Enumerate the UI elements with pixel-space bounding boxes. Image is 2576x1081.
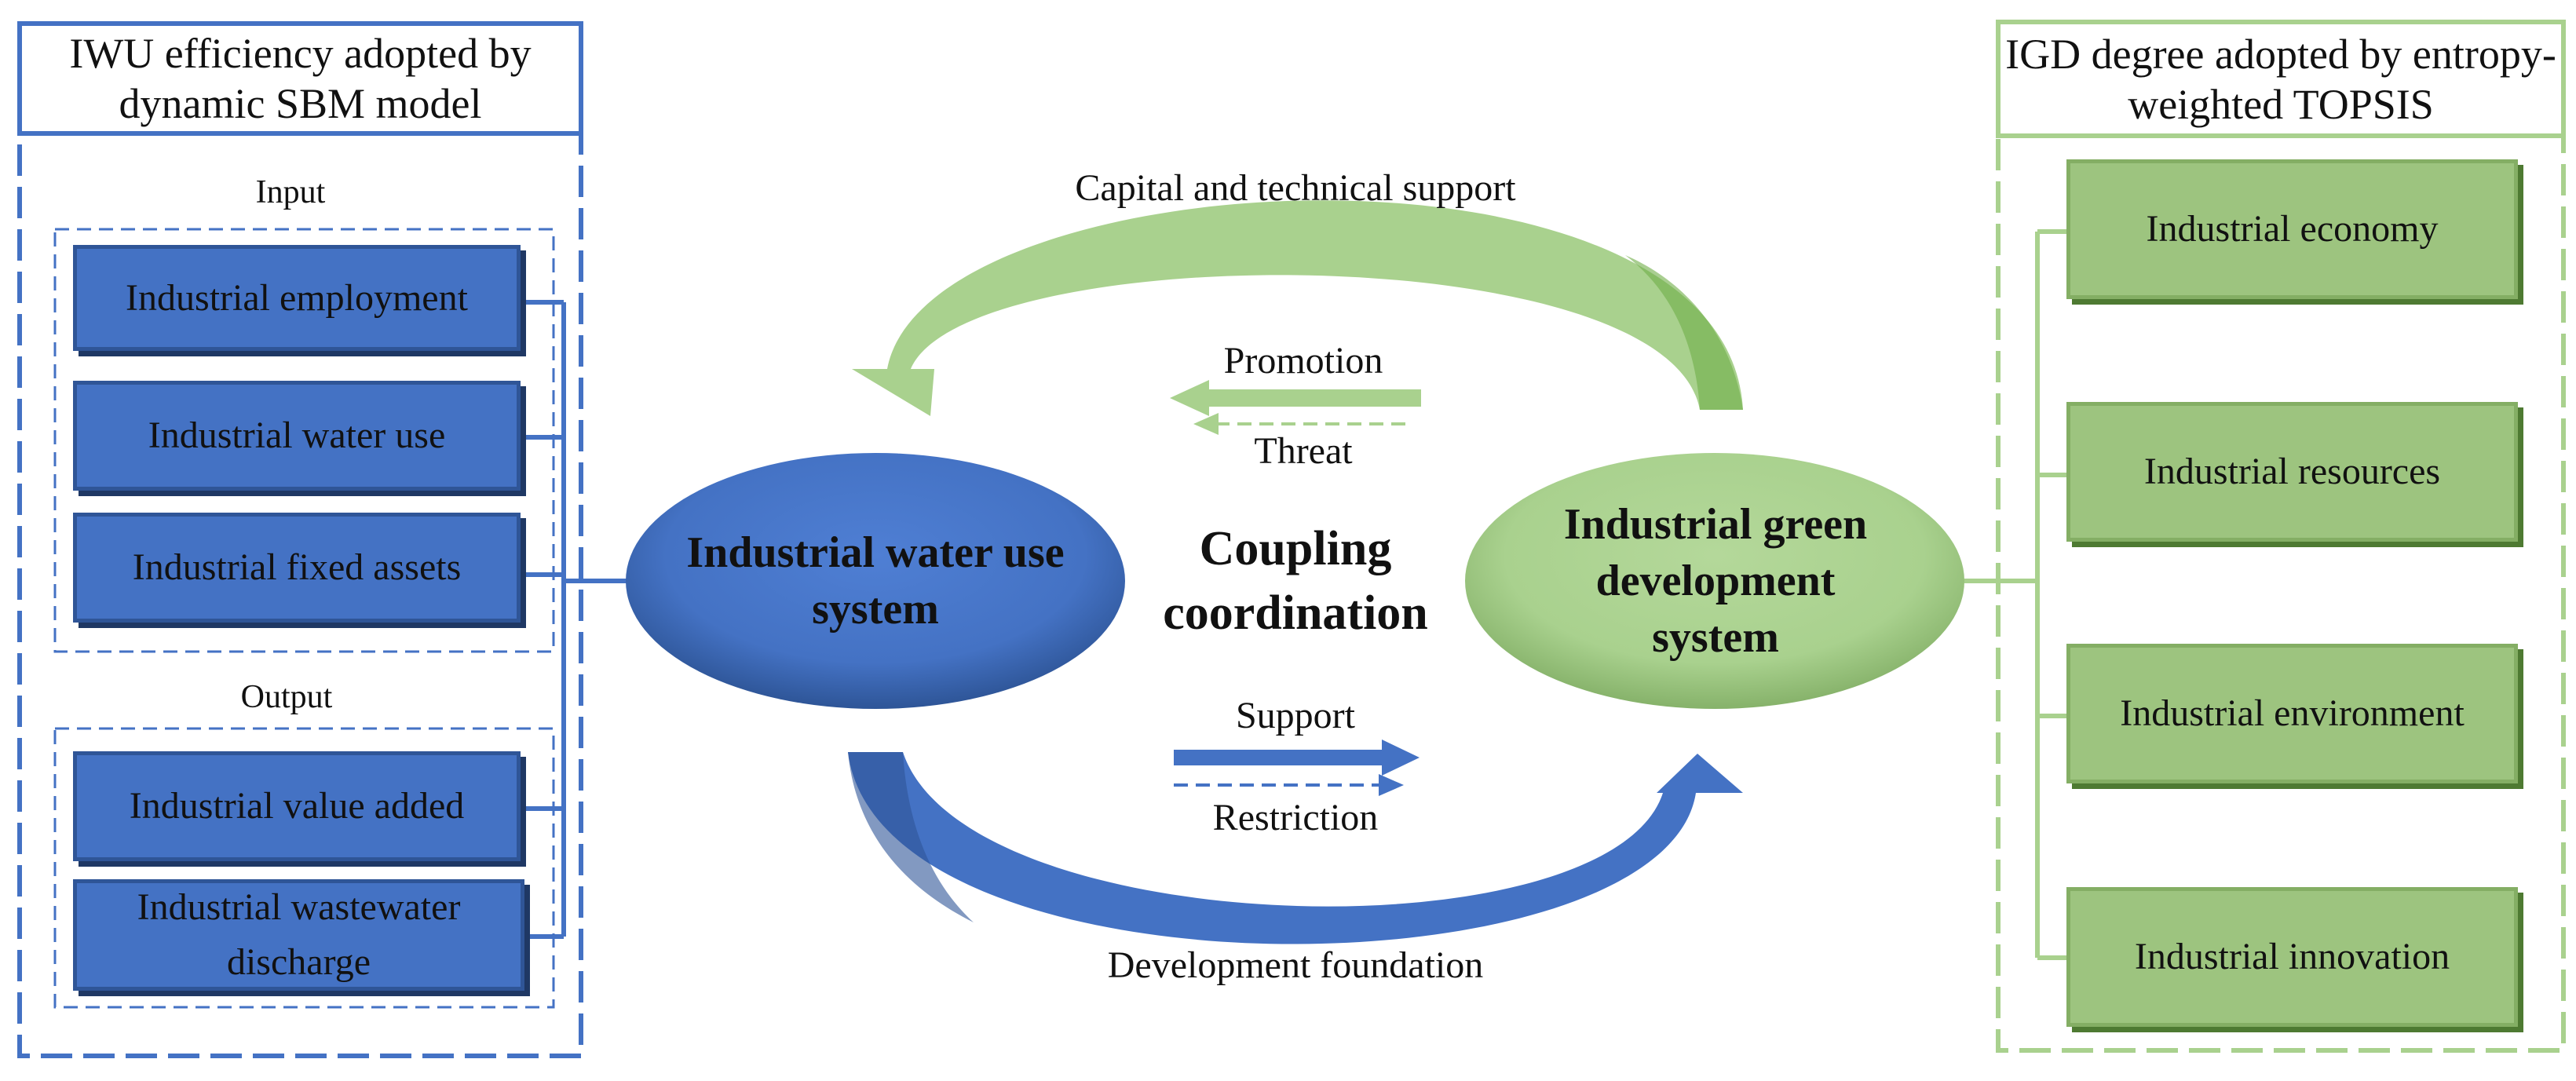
threat-label: Threat — [1254, 430, 1353, 472]
input-box-industrial-employment: Industrial employment — [73, 245, 521, 351]
indicator-box-industrial-innovation: Industrial innovation — [2066, 887, 2518, 1027]
restriction-label: Restriction — [1212, 797, 1379, 838]
threat-arrow-head — [1193, 413, 1219, 435]
promotion-arrow — [1170, 380, 1421, 416]
indicator-box-industrial-environment: Industrial environment — [2066, 644, 2518, 783]
left-panel-title: IWU efficiency adopted by dynamic SBM mo… — [69, 30, 532, 127]
bottom-arc-shade — [848, 752, 974, 922]
input-box-industrial-water-use: Industrial water use — [73, 381, 521, 491]
support-label: Support — [1235, 695, 1355, 736]
output-group-frame — [53, 727, 555, 1009]
right-connector — [1963, 229, 2066, 960]
green-development-system-ellipse — [1465, 453, 1964, 709]
water-use-system-ellipse — [626, 453, 1125, 709]
left-panel-frame — [17, 131, 583, 1058]
input-label: Input — [255, 174, 326, 210]
output-box-industrial-value-added: Industrial value added — [73, 751, 521, 861]
top-arc-shade — [1625, 255, 1743, 410]
input-group-frame — [53, 228, 555, 653]
output-box-industrial-wastewater-discharge: Industrial wastewater discharge — [73, 879, 524, 991]
output-label: Output — [240, 679, 333, 715]
indicator-box-industrial-resources: Industrial resources — [2066, 402, 2518, 542]
restriction-arrow-head — [1379, 774, 1404, 796]
water-use-system-label: Industrial water use system — [686, 528, 1065, 634]
input-box-industrial-fixed-assets: Industrial fixed assets — [73, 513, 521, 623]
top-arc-arrow — [852, 200, 1743, 416]
promotion-label: Promotion — [1223, 340, 1383, 382]
capital-technical-support-label: Capital and technical support — [1075, 167, 1516, 209]
green-development-system-label: Industrial green development system — [1563, 500, 1868, 662]
right-panel-frame — [1996, 133, 2566, 1053]
coupling-coordination-label: Coupling coordination — [1163, 522, 1428, 640]
development-foundation-label: Development foundation — [1107, 944, 1484, 986]
left-connector — [524, 300, 628, 939]
indicator-box-industrial-economy: Industrial economy — [2066, 159, 2518, 299]
support-arrow — [1174, 740, 1420, 776]
bottom-arc-arrow — [848, 752, 1743, 944]
right-panel-title: IGD degree adopted by entropy-weighted T… — [2005, 30, 2556, 128]
